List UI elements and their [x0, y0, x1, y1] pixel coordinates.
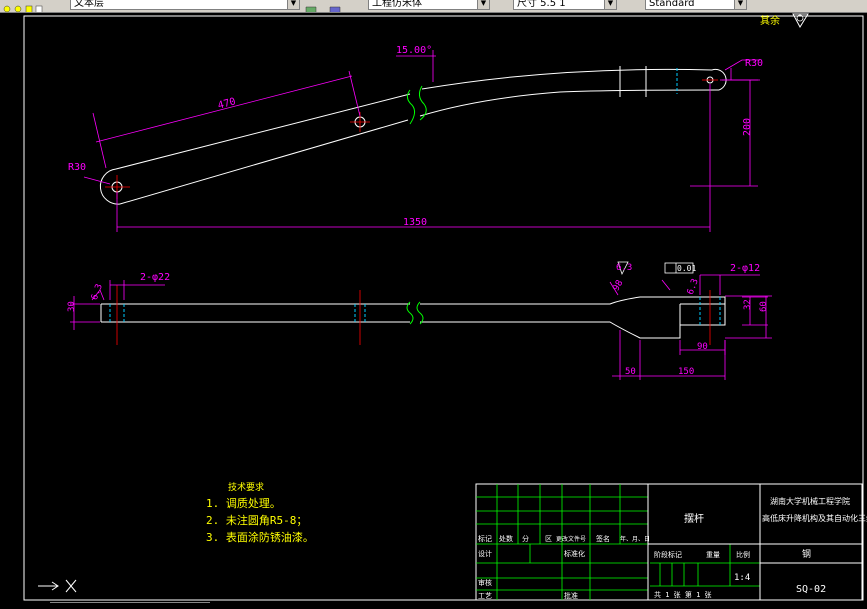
layer-dropdown[interactable]: 文本层 ▼ — [70, 0, 300, 10]
arm-outline — [115, 68, 720, 205]
toolbar: 文本层 ▼ 工程仿宋体 ▼ 尺寸 5.5 1 ▼ Standard ▼ — [0, 0, 867, 13]
project-name: 高低床升降机构及其自动化三维 — [762, 513, 867, 523]
approve-label: 批准 — [564, 591, 578, 600]
dim-style-dropdown[interactable]: 尺寸 5.5 1 ▼ — [513, 0, 617, 10]
rev-header: 分 — [522, 534, 529, 543]
dim-l-150-text: 150 — [678, 367, 694, 377]
tech-req-title: 技术要求 — [228, 481, 264, 493]
dim-l-90-text: 90 — [697, 342, 708, 352]
break-line-top-view — [406, 85, 427, 125]
side-outline — [101, 296, 726, 339]
drawing-number: SQ-02 — [796, 584, 826, 595]
layer-name: 文本层 — [74, 0, 104, 9]
standardization-label: 标准化 — [564, 549, 585, 558]
dim-l-50-text: 50 — [625, 367, 636, 377]
rev-header: 更改文件号 — [556, 535, 586, 543]
tech-req-item: 1. 调质处理。 — [206, 497, 281, 510]
rev-header: 标记 — [478, 534, 492, 543]
dim-ang-98-text: 98 — [611, 279, 625, 293]
right-round-end — [711, 68, 727, 91]
dim-len-470-text: 470 — [217, 96, 237, 111]
break-line-side-view — [406, 301, 424, 325]
ucs-icon — [38, 579, 77, 593]
tolerance-value-text: 0.01 — [677, 264, 696, 273]
roughness-right-top-text: 6.3 — [616, 263, 632, 273]
sheets-text: 共 1 张 第 1 张 — [654, 590, 712, 599]
roughness-circle-icon — [796, 14, 804, 22]
dim-angle-text: 15.00° — [396, 45, 432, 56]
rev-header: 区 — [545, 535, 552, 543]
stage-header: 阶段标记 — [654, 550, 682, 559]
scale-text: 1:4 — [734, 573, 750, 583]
left-round-end — [99, 168, 121, 205]
stage-header: 比例 — [736, 550, 750, 559]
dim-hole-right-text: 2-φ12 — [730, 263, 760, 274]
dim-len-1350-text: 1350 — [403, 217, 427, 228]
roughness-symbol-icon — [792, 13, 809, 29]
technical-requirements: 技术要求 1. 调质处理。 2. 未注圆角R5-8； 3. 表面涂防锈油漆。 — [206, 481, 314, 544]
process-label: 工艺 — [478, 592, 492, 600]
material-text: 钢 — [802, 548, 811, 560]
chevron-down-icon: ▼ — [604, 0, 616, 9]
dim-w-32-text: 32 — [743, 299, 753, 310]
stage-header: 重量 — [706, 551, 720, 559]
tolerance-frame — [664, 262, 694, 274]
rev-header: 签名 — [596, 534, 610, 543]
dim-h-200-text: 200 — [742, 118, 753, 136]
chevron-down-icon: ▼ — [734, 0, 746, 9]
drawing-canvas[interactable]: 其余 — [0, 12, 867, 602]
text-style-name: 工程仿宋体 — [372, 0, 422, 9]
top-view: 15.00° R30 R30 470 200 1350 — [68, 45, 763, 232]
rev-header: 年、月、日 — [620, 535, 650, 543]
review-label: 审核 — [478, 578, 492, 587]
roughness-symbol-icon — [617, 261, 629, 276]
dim-r-left-text: R30 — [68, 162, 86, 173]
school-name: 湖南大学机械工程学院 — [770, 496, 850, 506]
dim-r-right-text: R30 — [745, 58, 763, 69]
chevron-down-icon: ▼ — [477, 0, 489, 9]
dim-w-60-text: 60 — [759, 301, 769, 312]
dim-hole-left-text: 2-φ22 — [140, 272, 170, 283]
part-name: 摆杆 — [684, 512, 704, 525]
text-style-dropdown[interactable]: 工程仿宋体 ▼ — [368, 0, 490, 10]
side-view: 2-φ22 2-φ12 6.3 6.3 6.3 30 98 0.01 32 60… — [67, 261, 772, 380]
tech-req-item: 3. 表面涂防锈油漆。 — [206, 530, 314, 544]
tech-req-item: 2. 未注圆角R5-8； — [206, 513, 307, 527]
roughness-right-text: 6.3 — [686, 277, 701, 296]
center-mark — [105, 175, 130, 199]
dim-h-30-text: 30 — [67, 301, 77, 312]
layer-state-icons[interactable] — [2, 0, 56, 12]
rev-header: 处数 — [499, 534, 513, 543]
design-label: 设计 — [478, 549, 492, 558]
title-block: 摆杆 湖南大学机械工程学院 高低床升降机构及其自动化三维 钢 1:4 SQ-02… — [475, 483, 867, 601]
dim-style-name: 尺寸 5.5 1 — [517, 0, 566, 9]
roughness-other-label: 其余 — [760, 14, 780, 27]
drawing-border — [23, 15, 864, 601]
layout-tabs[interactable] — [50, 602, 210, 609]
table-style-dropdown[interactable]: Standard ▼ — [645, 0, 747, 10]
table-style-name: Standard — [649, 0, 695, 9]
roughness-left-text: 6.3 — [90, 283, 105, 302]
chevron-down-icon: ▼ — [287, 0, 299, 9]
layer-tools-icon[interactable] — [304, 0, 350, 12]
